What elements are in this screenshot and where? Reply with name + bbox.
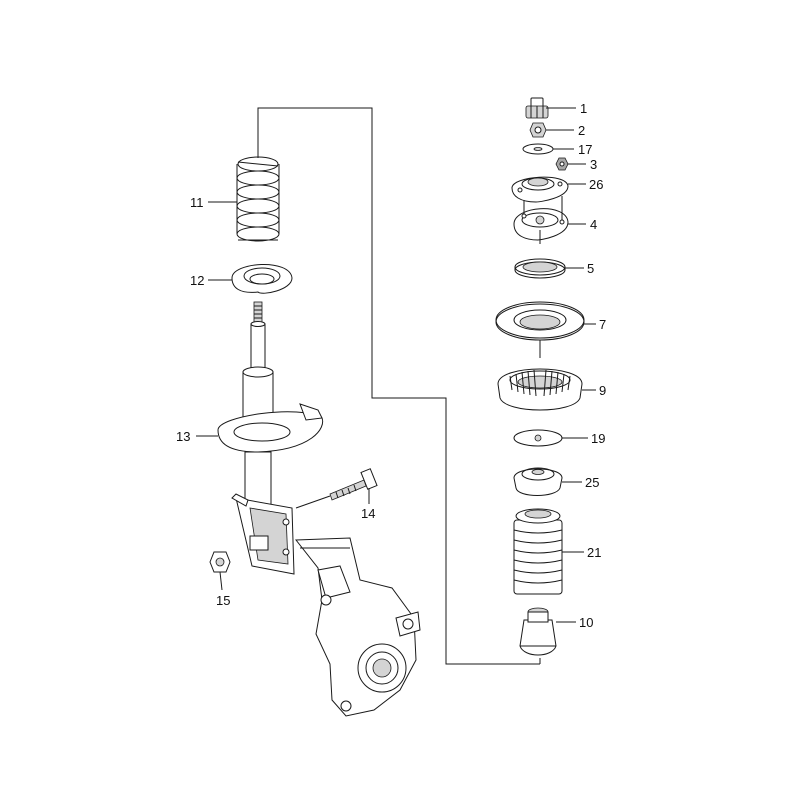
part-number-labels: 1 2 17 3 26 4 5 7 9 19 25 21 10 11 12 13… <box>176 101 606 630</box>
label-part-12: 12 <box>190 273 204 288</box>
label-part-13: 13 <box>176 429 190 444</box>
label-part-11: 11 <box>190 195 204 210</box>
dust-seal <box>513 467 563 496</box>
coil-spring <box>236 156 280 242</box>
label-part-10: 10 <box>579 615 593 630</box>
small-nut <box>555 157 569 171</box>
dust-cap <box>525 97 549 119</box>
upper-spring-seat <box>495 301 585 358</box>
label-part-21: 21 <box>587 545 601 560</box>
lock-nut <box>529 122 547 138</box>
label-part-14: 14 <box>361 506 375 521</box>
label-part-3: 3 <box>590 157 597 172</box>
washer <box>522 143 554 155</box>
flange-nut <box>209 551 231 573</box>
label-part-9: 9 <box>599 383 606 398</box>
steering-knuckle <box>295 537 421 717</box>
label-part-4: 4 <box>590 217 597 232</box>
label-part-26: 26 <box>589 177 603 192</box>
label-part-2: 2 <box>578 123 585 138</box>
dust-boot <box>513 508 563 595</box>
label-part-15: 15 <box>216 593 230 608</box>
label-part-17: 17 <box>578 142 592 157</box>
strut-rod-thread <box>253 301 263 325</box>
assembly-bracket-line <box>257 107 540 665</box>
stopper-washer <box>513 429 563 447</box>
label-part-1: 1 <box>580 101 587 116</box>
bearing-ring <box>514 258 566 279</box>
bump-stop <box>519 607 557 656</box>
label-part-25: 25 <box>585 475 599 490</box>
label-part-19: 19 <box>591 431 605 446</box>
strut-mount <box>513 196 569 244</box>
upper-mount-plate <box>511 176 569 203</box>
mounting-bolt <box>295 468 378 509</box>
strut-assembly <box>217 321 324 575</box>
spring-insulator <box>497 368 583 411</box>
spring-seat-pad <box>231 264 293 294</box>
label-part-5: 5 <box>587 261 594 276</box>
label-part-7: 7 <box>599 317 606 332</box>
leader-lines <box>196 107 596 623</box>
